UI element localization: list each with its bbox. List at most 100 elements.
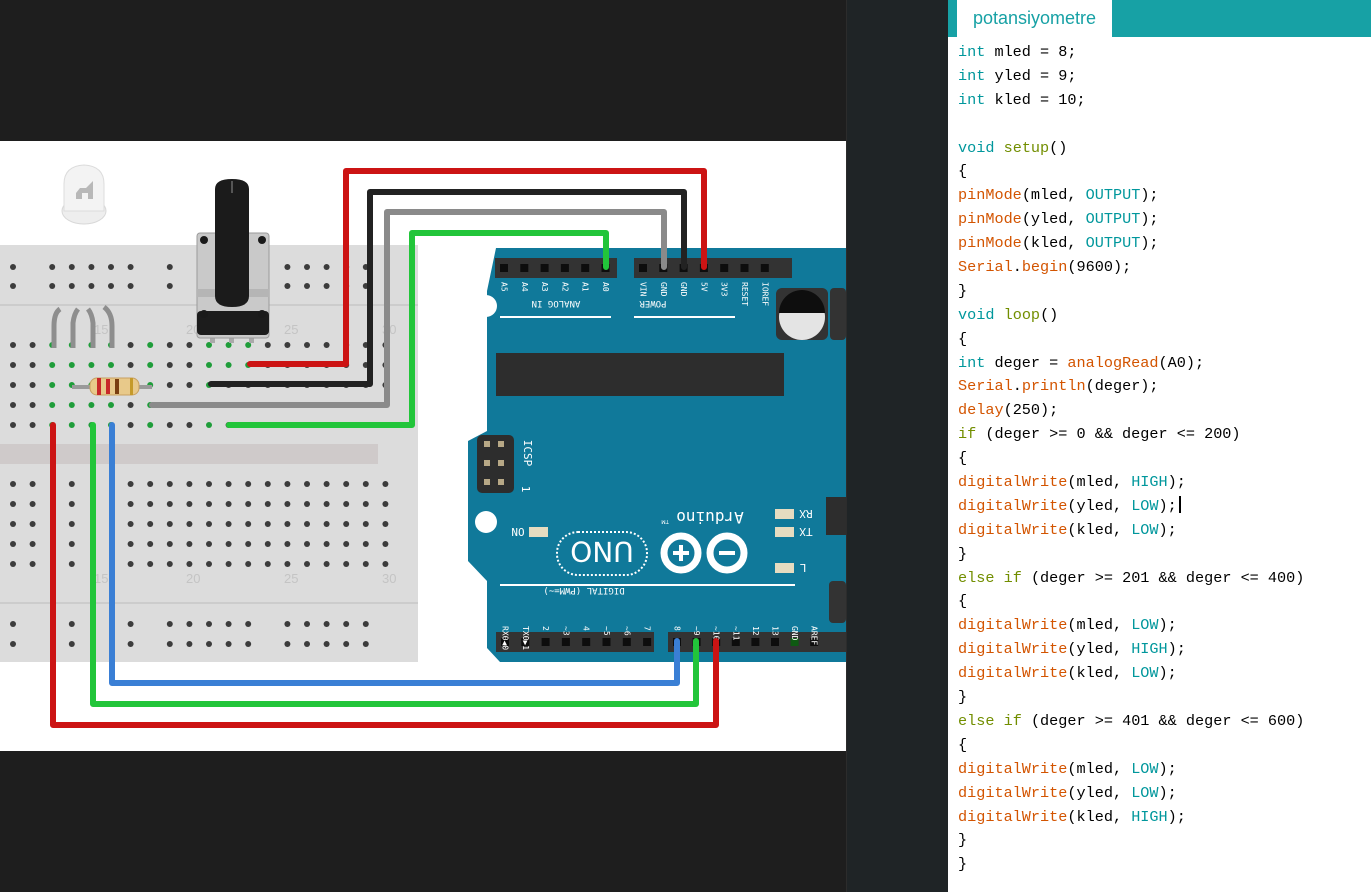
breadboard-hole[interactable] (68, 541, 75, 547)
breadboard-hole[interactable] (245, 481, 252, 487)
breadboard-hole[interactable] (68, 641, 75, 647)
breadboard-hole[interactable] (49, 402, 56, 408)
breadboard-hole[interactable] (264, 342, 271, 348)
header-pin[interactable] (731, 638, 740, 646)
breadboard-hole[interactable] (245, 342, 252, 348)
breadboard-hole[interactable] (186, 641, 193, 647)
breadboard-hole[interactable] (49, 382, 56, 388)
breadboard-hole[interactable] (108, 283, 114, 289)
breadboard-hole[interactable] (186, 561, 193, 567)
breadboard-hole[interactable] (245, 501, 252, 507)
breadboard-hole[interactable] (225, 501, 232, 507)
breadboard-hole[interactable] (49, 362, 56, 368)
breadboard-hole[interactable] (323, 561, 330, 567)
breadboard-hole[interactable] (68, 264, 75, 270)
code-line[interactable]: { (958, 590, 1304, 614)
header-pin[interactable] (582, 638, 591, 646)
breadboard-hole[interactable] (186, 541, 193, 547)
breadboard-hole[interactable] (88, 402, 95, 408)
breadboard-hole[interactable] (284, 342, 291, 348)
breadboard-hole[interactable] (284, 264, 291, 270)
header-pin[interactable] (639, 264, 647, 272)
breadboard-hole[interactable] (166, 283, 173, 289)
code-line[interactable]: } (958, 280, 1304, 304)
breadboard-hole[interactable] (29, 481, 36, 487)
breadboard-hole[interactable] (206, 621, 212, 627)
code-line[interactable]: } (958, 853, 1304, 877)
code-line[interactable]: } (958, 829, 1304, 853)
breadboard-hole[interactable] (88, 264, 95, 270)
breadboard-hole[interactable] (29, 541, 36, 547)
breadboard-hole[interactable] (10, 283, 16, 289)
code-line[interactable]: digitalWrite(kled, LOW); (958, 662, 1304, 686)
wire-pin10-red[interactable] (50, 422, 719, 728)
code-line[interactable]: pinMode(mled, OUTPUT); (958, 184, 1304, 208)
breadboard-hole[interactable] (362, 501, 369, 507)
breadboard-hole[interactable] (362, 561, 369, 567)
breadboard-hole[interactable] (304, 264, 310, 270)
breadboard-hole[interactable] (10, 402, 16, 408)
breadboard-hole[interactable] (362, 541, 369, 547)
breadboard-hole[interactable] (108, 402, 114, 408)
breadboard-hole[interactable] (343, 481, 350, 487)
code-line[interactable]: digitalWrite(mled, HIGH); (958, 471, 1304, 495)
breadboard-hole[interactable] (10, 541, 16, 547)
breadboard-hole[interactable] (323, 621, 330, 627)
breadboard-hole[interactable] (284, 561, 291, 567)
code-line[interactable]: Serial.begin(9600); (958, 256, 1304, 280)
breadboard-hole[interactable] (382, 541, 389, 547)
breadboard-hole[interactable] (225, 561, 232, 567)
breadboard-hole[interactable] (323, 641, 330, 647)
breadboard-hole[interactable] (362, 481, 369, 487)
breadboard-hole[interactable] (206, 561, 212, 567)
breadboard-hole[interactable] (323, 283, 330, 289)
breadboard-hole[interactable] (29, 501, 36, 507)
breadboard-hole[interactable] (68, 561, 75, 567)
code-editor[interactable]: int mled = 8;int yled = 9;int kled = 10;… (958, 41, 1304, 877)
header-pin[interactable] (720, 264, 729, 272)
code-line[interactable]: int yled = 9; (958, 65, 1304, 89)
breadboard-hole[interactable] (166, 561, 173, 567)
breadboard-hole[interactable] (88, 283, 95, 289)
breadboard-hole[interactable] (225, 641, 232, 647)
code-line[interactable]: { (958, 447, 1304, 471)
breadboard-hole[interactable] (225, 521, 232, 527)
breadboard-hole[interactable] (68, 521, 75, 527)
breadboard-hole[interactable] (186, 342, 193, 348)
breadboard-hole[interactable] (29, 422, 36, 428)
breadboard-hole[interactable] (29, 402, 36, 408)
code-line[interactable]: pinMode(yled, OUTPUT); (958, 208, 1304, 232)
breadboard-hole[interactable] (10, 501, 16, 507)
breadboard-hole[interactable] (323, 541, 330, 547)
breadboard-hole[interactable] (166, 521, 173, 527)
code-line[interactable]: digitalWrite(yled, LOW); (958, 782, 1304, 806)
header-pin[interactable] (643, 638, 652, 646)
breadboard-hole[interactable] (284, 541, 291, 547)
breadboard-hole[interactable] (225, 362, 232, 368)
breadboard-hole[interactable] (382, 501, 389, 507)
breadboard-hole[interactable] (166, 541, 173, 547)
breadboard-hole[interactable] (147, 501, 154, 507)
breadboard-hole[interactable] (10, 362, 16, 368)
breadboard-hole[interactable] (323, 481, 330, 487)
breadboard-hole[interactable] (49, 264, 56, 270)
breadboard-hole[interactable] (147, 362, 154, 368)
wire-pin8-blue[interactable] (109, 422, 680, 686)
breadboard-hole[interactable] (284, 521, 291, 527)
breadboard-hole[interactable] (304, 541, 310, 547)
breadboard-hole[interactable] (10, 342, 16, 348)
breadboard-hole[interactable] (127, 422, 134, 428)
breadboard-hole[interactable] (68, 422, 75, 428)
breadboard-hole[interactable] (284, 621, 291, 627)
breadboard-hole[interactable] (343, 501, 350, 507)
header-pin[interactable] (541, 638, 550, 646)
breadboard-hole[interactable] (343, 641, 350, 647)
breadboard-hole[interactable] (304, 283, 310, 289)
breadboard-hole[interactable] (304, 621, 310, 627)
breadboard-hole[interactable] (147, 521, 154, 527)
code-line[interactable] (958, 113, 1304, 137)
breadboard-hole[interactable] (225, 541, 232, 547)
breadboard-hole[interactable] (304, 521, 310, 527)
breadboard-hole[interactable] (10, 382, 16, 388)
